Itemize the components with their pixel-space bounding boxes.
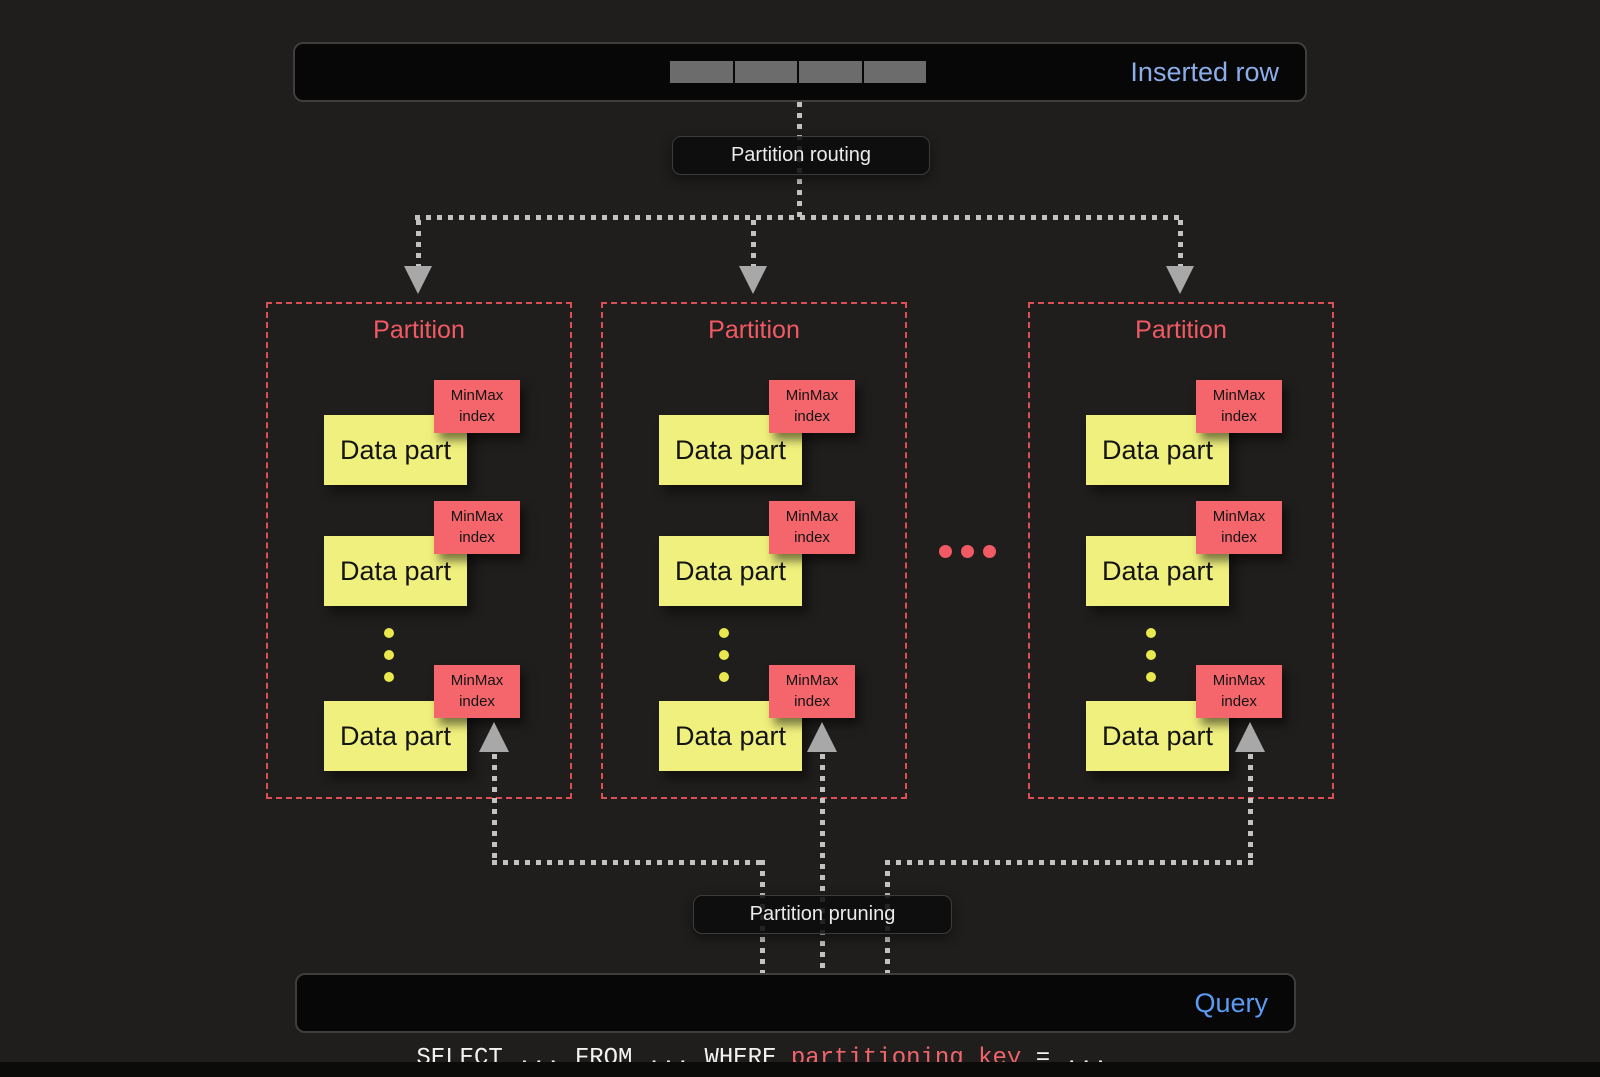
vertical-ellipsis-dot xyxy=(1146,628,1156,638)
row-cell xyxy=(670,61,733,83)
minmax-index: MinMax index xyxy=(434,501,520,554)
row-cell xyxy=(734,61,797,83)
arrow-up-icon xyxy=(807,722,837,752)
vertical-ellipsis-dot xyxy=(1146,650,1156,660)
bottom-edge-strip xyxy=(0,1062,1600,1077)
vertical-ellipsis-dot xyxy=(384,650,394,660)
more-partitions-ellipsis-dot xyxy=(983,545,996,558)
arrow-down-icon xyxy=(1166,266,1194,294)
pruning-tail-partition-1 xyxy=(492,754,497,860)
more-partitions-ellipsis-dot xyxy=(939,545,952,558)
routing-drop-partition-3 xyxy=(1178,220,1183,266)
vertical-ellipsis-dot xyxy=(384,672,394,682)
inserted-row-label: Inserted row xyxy=(1130,57,1279,87)
data-part: Data part xyxy=(324,536,467,606)
routing-drop-partition-1 xyxy=(416,220,421,266)
minmax-index: MinMax index xyxy=(769,380,855,433)
pruning-tail-partition-2 xyxy=(820,754,825,973)
routing-drop-partition-2 xyxy=(751,220,756,266)
partition-title: Partition xyxy=(708,316,800,344)
vertical-ellipsis-dot xyxy=(384,628,394,638)
inserted-row-cells xyxy=(670,61,926,83)
more-partitions-ellipsis-dot xyxy=(961,545,974,558)
row-cell xyxy=(863,61,926,83)
arrow-up-icon xyxy=(479,722,509,752)
pruning-line-horizontal-right xyxy=(885,860,1253,865)
minmax-index: MinMax index xyxy=(1196,380,1282,433)
inserted-row-bar: Inserted row xyxy=(293,42,1307,102)
data-part: Data part xyxy=(659,536,802,606)
partition-title: Partition xyxy=(373,316,465,344)
routing-line-horizontal xyxy=(415,215,1183,220)
vertical-ellipsis-dot xyxy=(719,650,729,660)
minmax-index: MinMax index xyxy=(434,665,520,718)
pruning-tail-partition-3 xyxy=(1248,754,1253,860)
partition-routing-label: Partition routing xyxy=(672,136,930,175)
minmax-index: MinMax index xyxy=(434,380,520,433)
vertical-ellipsis-dot xyxy=(719,672,729,682)
arrow-up-icon xyxy=(1235,722,1265,752)
minmax-index: MinMax index xyxy=(1196,665,1282,718)
minmax-index: MinMax index xyxy=(769,665,855,718)
vertical-ellipsis-dot xyxy=(1146,672,1156,682)
row-cell xyxy=(799,61,862,83)
query-bar-label: Query xyxy=(1194,988,1268,1018)
vertical-ellipsis-dot xyxy=(719,628,729,638)
minmax-index: MinMax index xyxy=(1196,501,1282,554)
data-part: Data part xyxy=(324,415,467,485)
partition-title: Partition xyxy=(1135,316,1227,344)
query-bar: SELECT ... FROM ... WHERE partitioning_k… xyxy=(295,973,1296,1072)
sql-query-text: SELECT ... FROM ... WHERE partitioning_k… xyxy=(330,975,1107,1072)
arrow-down-icon xyxy=(739,266,767,294)
partition-pruning-label: Partition pruning xyxy=(693,895,952,934)
pruning-line-horizontal-left xyxy=(492,860,765,865)
arrow-down-icon xyxy=(404,266,432,294)
minmax-index: MinMax index xyxy=(769,501,855,554)
